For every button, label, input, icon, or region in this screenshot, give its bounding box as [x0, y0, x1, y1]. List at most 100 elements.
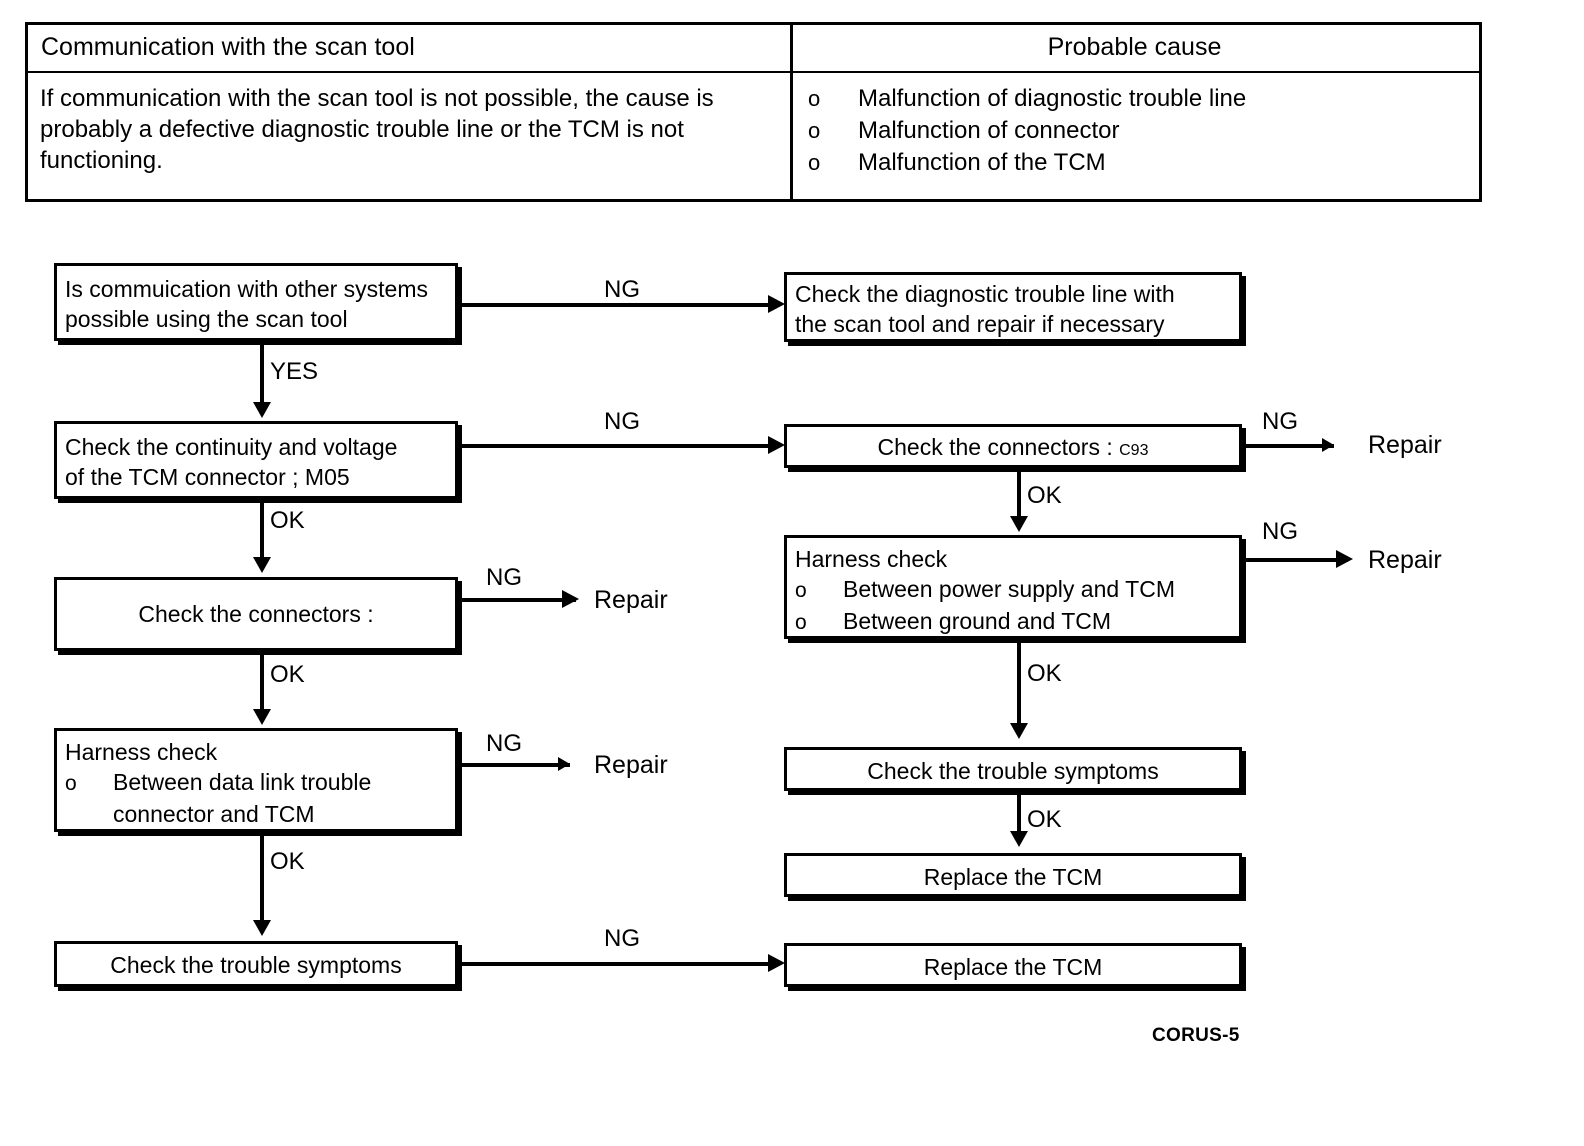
flow-box-title: Harness check: [65, 739, 218, 765]
connector-line-l2-r2: [458, 444, 770, 448]
flow-box-check-connectors-left: Check the connectors :: [54, 577, 458, 651]
flow-box-replace-tcm-upper: Replace the TCM: [784, 853, 1242, 897]
cause-text: Malfunction of diagnostic trouble line: [858, 85, 1247, 112]
edge-label-ok-3: OK: [270, 848, 305, 875]
connector-line-l1-r1: [458, 303, 770, 307]
arrow-right-icon: [1336, 550, 1353, 568]
flow-box-line: Check the connectors :: [877, 434, 1120, 460]
edge-label-ok-4: OK: [1027, 482, 1062, 509]
flow-box-line: Is commuication with other systems: [65, 276, 429, 302]
harness-text: Between ground and TCM: [843, 608, 1112, 634]
edge-label-ng-7: NG: [1262, 518, 1298, 545]
flow-box-line: Check the trouble symptoms: [867, 758, 1159, 784]
flow-box-line: Check the diagnostic trouble line with: [795, 281, 1175, 307]
bullet-icon: o: [808, 86, 821, 111]
probable-cause-table: Communication with the scan tool Probabl…: [25, 22, 1482, 202]
cause-list-item: o Malfunction of diagnostic trouble line: [808, 83, 1471, 115]
edge-label-ng-1: NG: [604, 276, 640, 303]
arrow-down-icon: [253, 920, 271, 936]
edge-label-yes: YES: [270, 358, 319, 385]
flow-box-replace-tcm-lower: Replace the TCM: [784, 943, 1242, 987]
arrow-right-icon: [768, 954, 785, 972]
connector-line-l5-r6: [458, 962, 770, 966]
bullet-icon: o: [808, 118, 821, 143]
arrow-right-icon: [1322, 438, 1334, 452]
connector-line-l3-l4: [260, 651, 264, 713]
table-cell-description: If communication with the scan tool is n…: [40, 85, 714, 174]
connector-line-r4-r5: [1017, 791, 1021, 835]
connector-line-r2-r3: [1017, 468, 1021, 520]
edge-label-ok-1: OK: [270, 507, 305, 534]
harness-text: connector and TCM: [113, 801, 315, 827]
cause-list-item: o Malfunction of the TCM: [808, 147, 1471, 179]
connector-line-l1-l2: [260, 341, 264, 407]
arrow-down-icon: [253, 402, 271, 418]
flow-box-check-trouble-symptoms-left: Check the trouble symptoms: [54, 941, 458, 987]
bullet-icon: o: [65, 772, 77, 795]
arrow-down-icon: [1010, 831, 1028, 847]
arrow-down-icon: [1010, 516, 1028, 532]
flow-box-check-continuity-voltage: Check the continuity and voltage of the …: [54, 421, 458, 499]
flow-box-check-connectors-c93: Check the connectors : C93: [784, 424, 1242, 468]
flow-box-line: Replace the TCM: [923, 864, 1103, 890]
edge-label-ng-6: NG: [1262, 408, 1298, 435]
terminal-label-repair-2: Repair: [594, 751, 668, 779]
flow-box-line: possible using the scan tool: [65, 306, 348, 332]
terminal-label-repair-4: Repair: [1368, 546, 1442, 574]
flow-box-harness-check-left: Harness check o Between data link trouble…: [54, 728, 458, 832]
harness-list-item: o Between ground and TCM: [795, 606, 1233, 638]
harness-list-item: o Between data link trouble: [65, 767, 449, 799]
arrow-right-icon: [558, 757, 570, 771]
bullet-icon: o: [795, 611, 807, 634]
terminal-label-repair-1: Repair: [594, 586, 668, 614]
arrow-right-icon: [562, 590, 579, 608]
table-header-probable-cause: Probable cause: [1047, 33, 1222, 61]
table-header-communication: Communication with the scan tool: [41, 33, 415, 61]
harness-text: Between power supply and TCM: [843, 576, 1175, 602]
edge-label-ok-6: OK: [1027, 806, 1062, 833]
edge-label-ok-2: OK: [270, 661, 305, 688]
edge-label-ng-5: NG: [604, 925, 640, 952]
flow-box-check-diagnostic-line: Check the diagnostic trouble line with t…: [784, 272, 1242, 342]
connector-line-r3-repair: [1242, 558, 1348, 562]
flow-box-check-trouble-symptoms-right: Check the trouble symptoms: [784, 747, 1242, 791]
harness-text: Between data link trouble: [113, 769, 372, 795]
footer-reference-code: CORUS-5: [1152, 1025, 1240, 1046]
connector-line-l4-repair: [458, 763, 570, 767]
arrow-down-icon: [1010, 723, 1028, 739]
table-column-divider: [790, 25, 793, 199]
table-header-row: [28, 25, 1479, 73]
arrow-down-icon: [253, 557, 271, 573]
cause-text: Malfunction of the TCM: [858, 149, 1106, 176]
edge-label-ng-4: NG: [486, 730, 522, 757]
connector-line-l3-repair: [458, 598, 576, 602]
connector-line-l2-l3: [260, 499, 264, 561]
flow-box-line: of the TCM connector ; M05: [65, 464, 350, 490]
bullet-icon: o: [808, 150, 821, 175]
cause-list-item: o Malfunction of connector: [808, 115, 1471, 147]
flow-box-line: Check the connectors :: [138, 601, 374, 627]
arrow-down-icon: [253, 709, 271, 725]
connector-code-label: C93: [1119, 442, 1149, 459]
edge-label-ng-2: NG: [604, 408, 640, 435]
connector-line-r3-r4: [1017, 639, 1021, 727]
arrow-right-icon: [768, 295, 785, 313]
flow-box-line: the scan tool and repair if necessary: [795, 311, 1165, 337]
terminal-label-repair-3: Repair: [1368, 431, 1442, 459]
flow-box-check-other-systems: Is commuication with other systems possi…: [54, 263, 458, 341]
cause-text: Malfunction of connector: [858, 117, 1120, 144]
connector-line-r2-repair: [1242, 444, 1334, 448]
edge-label-ok-5: OK: [1027, 660, 1062, 687]
flow-box-line: Check the continuity and voltage: [65, 434, 398, 460]
edge-label-ng-3: NG: [486, 564, 522, 591]
flow-box-line: Check the trouble symptoms: [110, 952, 402, 978]
harness-list-item-cont: connector and TCM: [65, 799, 449, 829]
flow-box-title: Harness check: [795, 546, 948, 572]
arrow-right-icon: [768, 436, 785, 454]
flow-box-line: Replace the TCM: [923, 954, 1103, 980]
connector-line-l4-l5: [260, 832, 264, 924]
